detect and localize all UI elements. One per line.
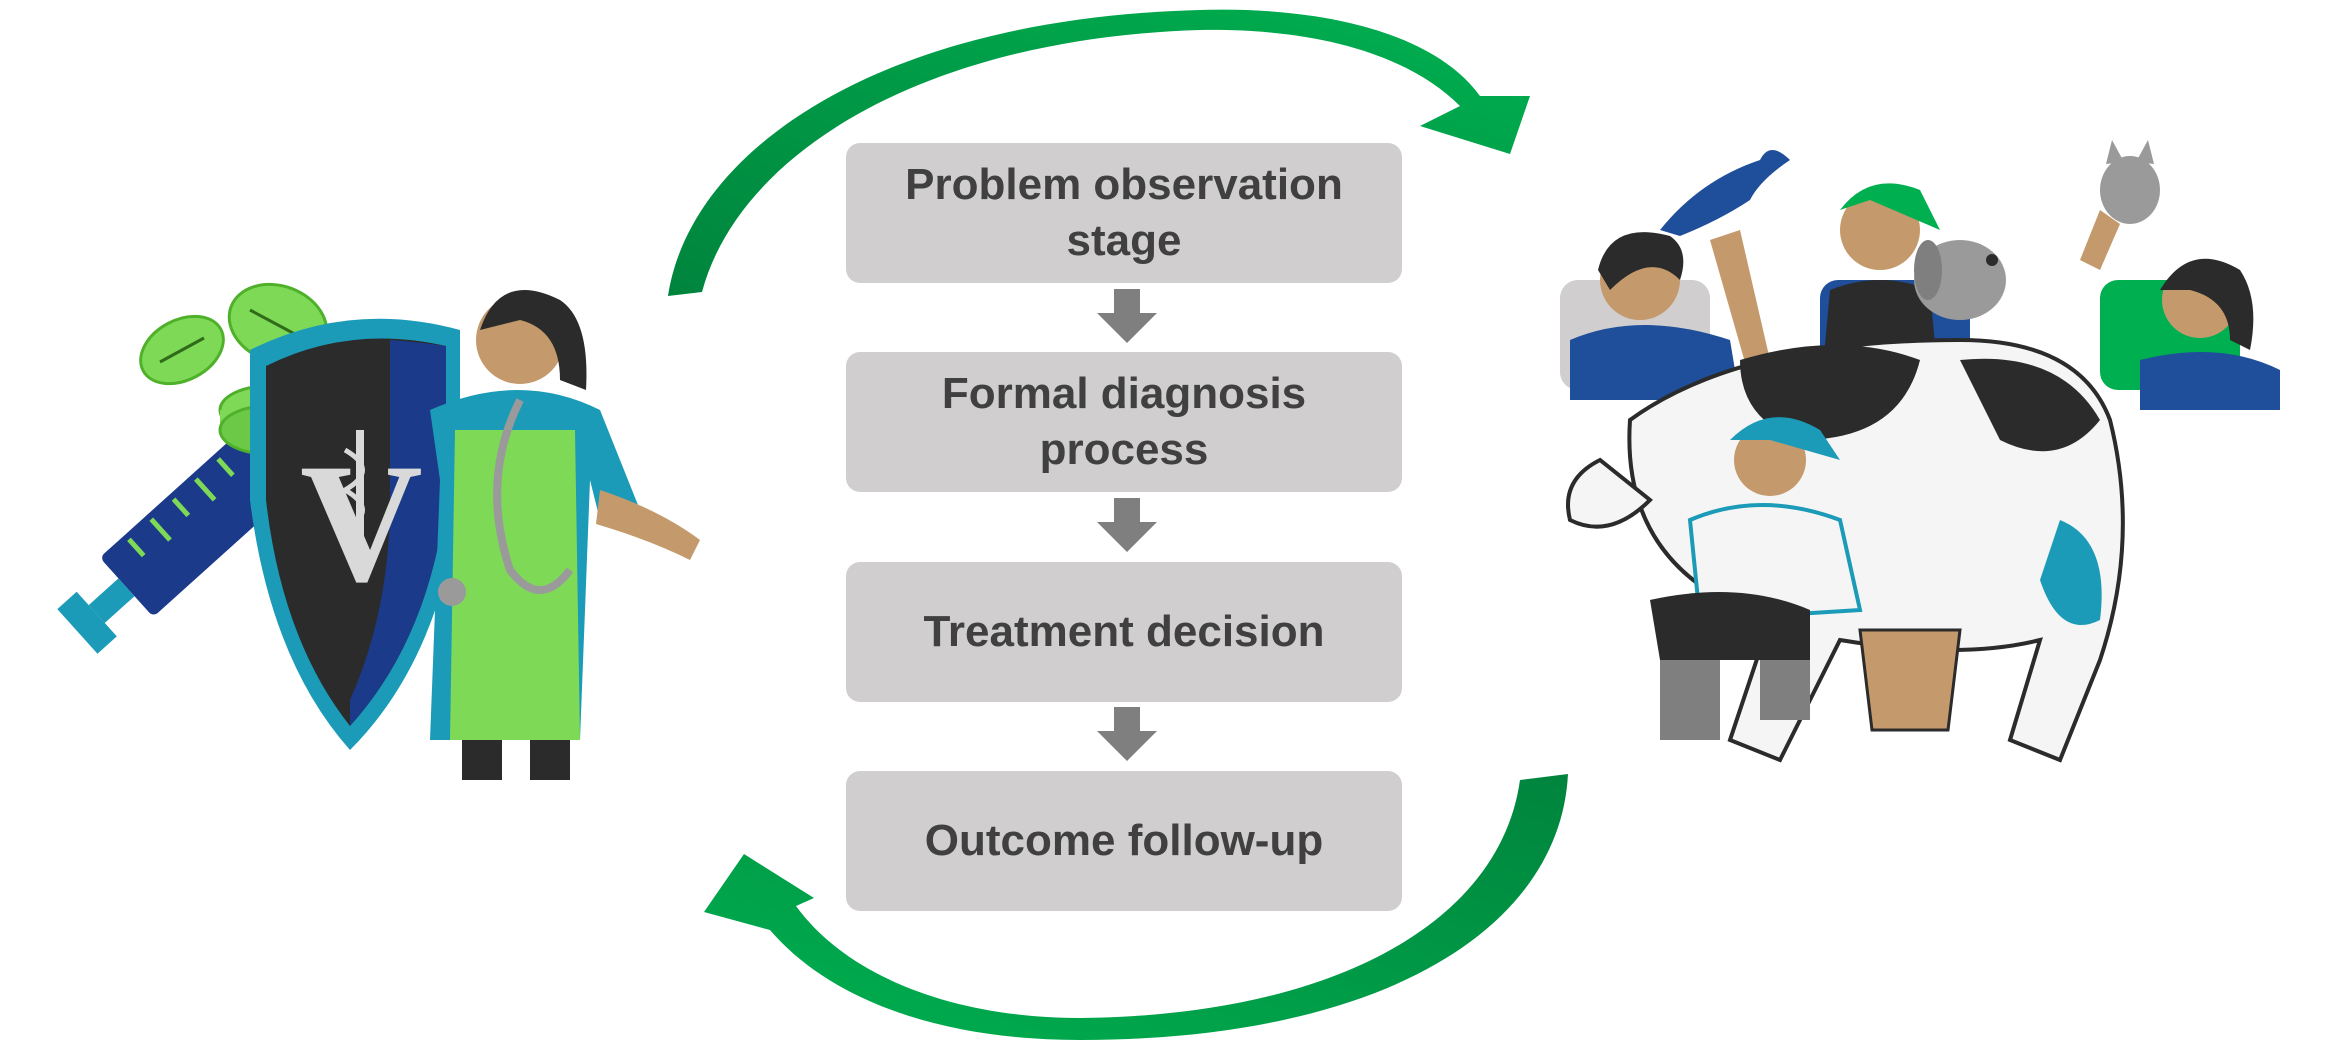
cat-icon (2080, 140, 2160, 270)
step-formal-diagnosis: Formal diagnosis process (846, 352, 1402, 492)
down-arrow-icon (1097, 498, 1157, 552)
step-label: Formal diagnosis process (941, 369, 1307, 474)
step-label: Outcome follow-up (924, 816, 1324, 865)
veterinarian-illustration: V (57, 282, 700, 780)
top-cycle-arrow (668, 9, 1530, 297)
bird-icon (1660, 150, 1790, 236)
farmer-person-icon (1650, 417, 1863, 740)
owner-person-icon (1570, 230, 1770, 400)
vet-person-icon (430, 290, 700, 780)
step-outcome-follow-up: Outcome follow-up (846, 771, 1402, 911)
down-arrow-icon (1097, 289, 1157, 343)
step-problem-observation: Problem observation stage (846, 143, 1402, 283)
step-label: Problem observation stage (905, 160, 1343, 265)
owners-illustration (1560, 140, 2280, 763)
owner-person-icon (2140, 258, 2280, 410)
step-label: Treatment decision (923, 607, 1325, 656)
shield-icon: V (250, 318, 460, 750)
bucket-icon (1858, 628, 1962, 732)
dog-icon (1914, 240, 2006, 320)
down-arrow-icon (1097, 707, 1157, 761)
step-treatment-decision: Treatment decision (846, 562, 1402, 702)
bottom-cycle-arrow (704, 774, 1568, 1040)
